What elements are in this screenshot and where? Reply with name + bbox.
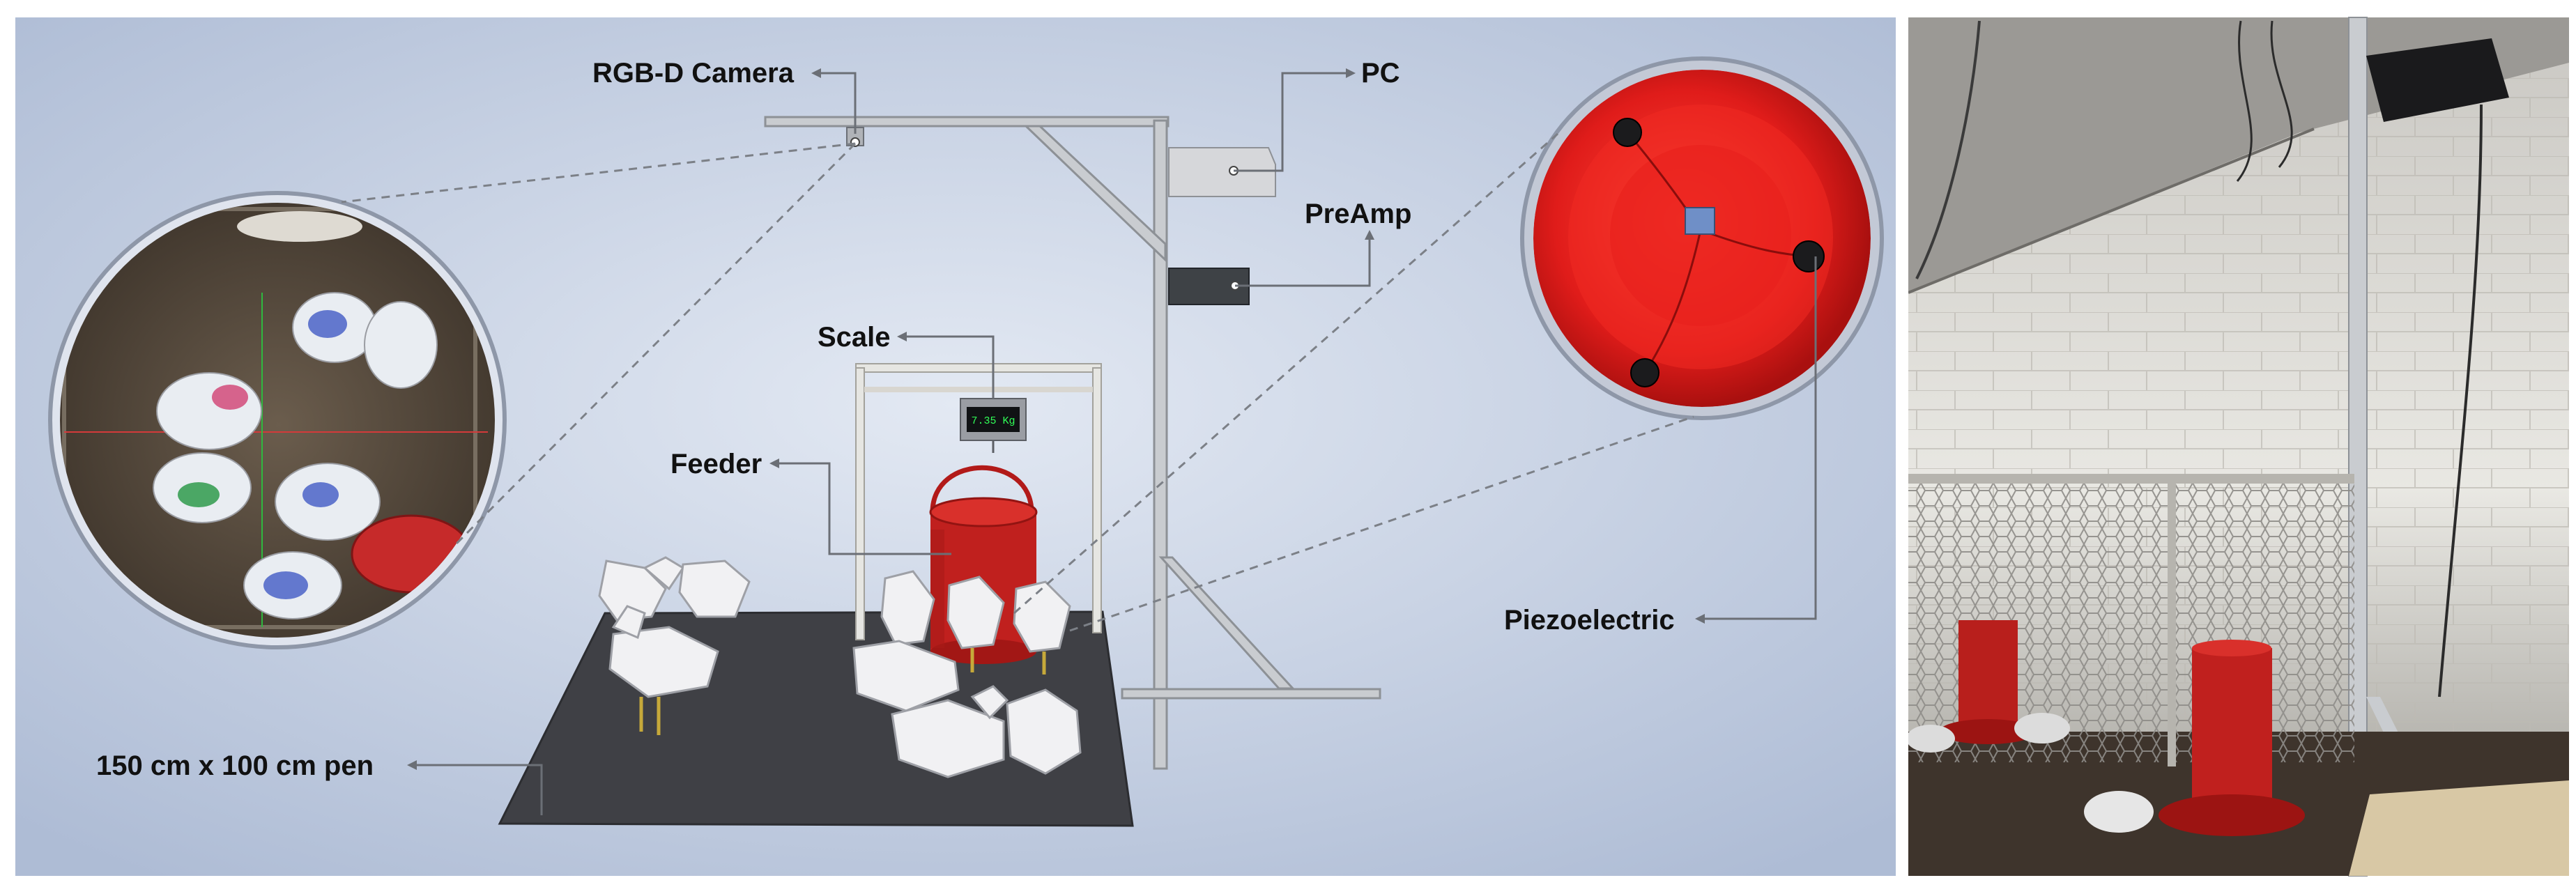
label-scale: Scale <box>818 322 891 353</box>
leader-lines <box>407 68 1817 815</box>
chicken-figure-icon <box>852 640 960 712</box>
chicken-figure-icon <box>678 560 751 618</box>
chicken-figure-icon <box>1006 688 1082 775</box>
chicken-figure-icon <box>598 556 685 622</box>
scale-device: 7.35 Kg <box>960 398 1027 453</box>
setup-photo <box>1906 17 2569 877</box>
camera-view-zoom <box>48 191 507 649</box>
label-feeder: Feeder <box>670 449 762 479</box>
scale-display-value: 7.35 Kg <box>971 415 1015 427</box>
chicken-figure-icon <box>880 570 935 646</box>
photo-camera-box <box>2366 38 2509 122</box>
rgbd-camera-icon <box>846 127 864 147</box>
chicken-flock <box>598 556 1082 778</box>
chicken-figure-icon <box>891 685 1009 778</box>
gantry-frame <box>764 116 1381 770</box>
piezo-bowl-zoom <box>1520 56 1884 420</box>
label-pen-size: 150 cm x 100 cm pen <box>96 750 374 781</box>
chicken-figure-icon <box>608 605 719 735</box>
piezo-sensor-icon <box>1613 118 1825 387</box>
pc-box <box>1168 147 1276 197</box>
feeder-stand <box>855 363 1102 640</box>
label-piezoelectric: Piezoelectric <box>1504 605 1675 635</box>
projection-lines <box>341 132 1694 632</box>
chicken-figure-icon <box>946 576 1005 672</box>
chicken-figure-icon <box>1013 580 1071 675</box>
label-pc: PC <box>1361 58 1400 88</box>
label-preamp: PreAmp <box>1305 199 1411 229</box>
label-rgbd-camera: RGB-D Camera <box>592 58 795 88</box>
